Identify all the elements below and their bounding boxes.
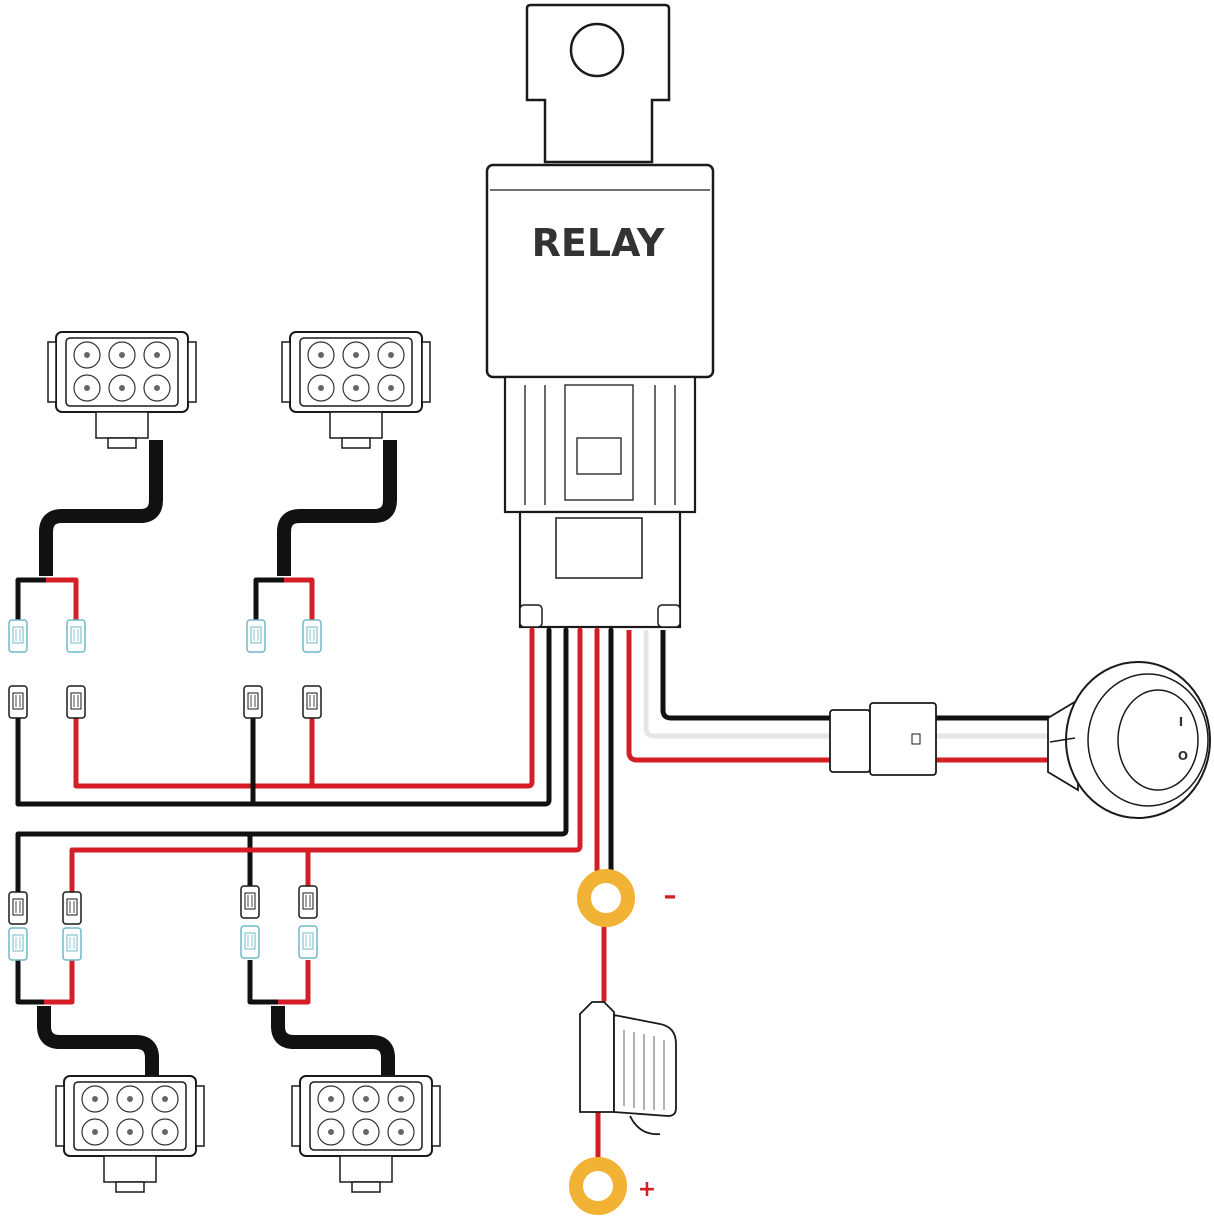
black-wire-bottom-left [15, 627, 569, 895]
top-right-light-cable [253, 440, 397, 630]
relay-body [485, 163, 715, 379]
bottom-left-light [8, 891, 205, 1193]
bottom-left-light-cable [15, 960, 159, 1080]
top-right-light [243, 331, 431, 719]
red-wire-top-left [73, 627, 535, 789]
switch-harness-plug [829, 702, 937, 776]
negative-terminal-label: – [664, 881, 677, 911]
switch-off-mark: O [1178, 749, 1188, 763]
top-left-light-cable [15, 440, 163, 630]
bottom-right-light-cable [247, 960, 395, 1080]
black-wire-to-switch [660, 630, 1050, 721]
white-wire-to-switch [643, 630, 1050, 739]
switch-wires [626, 630, 1050, 763]
negative-ring-terminal [577, 869, 635, 927]
red-wire-bottom-left [69, 627, 583, 895]
switch-on-mark: I [1179, 715, 1183, 729]
red-wire-to-switch [626, 630, 1050, 763]
rocker-switch-button [1117, 689, 1199, 791]
relay-label: RELAY [532, 221, 665, 265]
lamp-wires [15, 627, 583, 895]
rocker-switch: I O [1047, 661, 1211, 819]
battery-wires [594, 627, 614, 1165]
relay-socket [503, 375, 697, 514]
relay-mounting-tab [525, 3, 671, 164]
positive-terminal-label: + [638, 1177, 656, 1202]
relay: RELAY [485, 3, 715, 629]
top-left-light [8, 331, 197, 719]
black-wire-top-left [15, 627, 552, 807]
bottom-right-light [240, 885, 441, 1193]
relay-mount-hole [569, 22, 625, 78]
positive-ring-terminal [569, 1157, 627, 1215]
fuse-holder [579, 1001, 677, 1136]
